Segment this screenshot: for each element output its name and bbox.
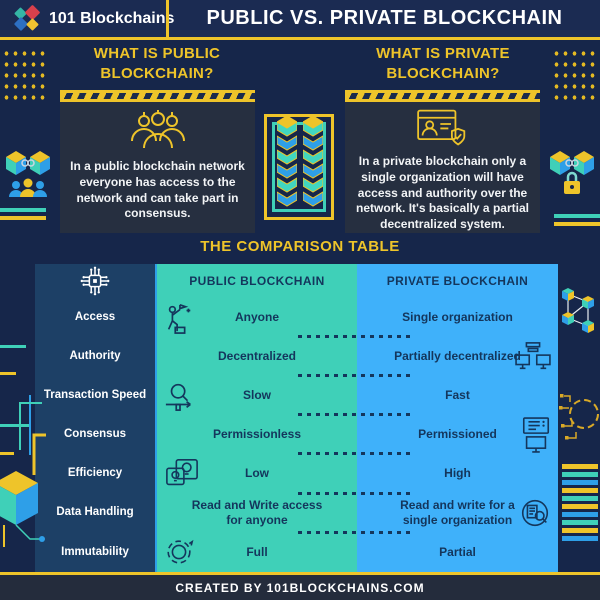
public-column: PUBLIC BLOCKCHAIN Anyone Decentralized xyxy=(157,264,357,572)
circuit-cube-decoration xyxy=(0,395,46,547)
linked-cubes-people-icon xyxy=(6,151,50,197)
public-value-efficiency: Low xyxy=(245,466,269,481)
private-column-header: PRIVATE BLOCKCHAIN xyxy=(386,274,529,288)
hatch-divider xyxy=(345,90,540,102)
footer-credit: CREATED BY 101BLOCKCHAINS.COM xyxy=(175,580,425,595)
stripe-decoration xyxy=(554,214,600,226)
private-value-immutability: Partial xyxy=(439,544,476,559)
public-value-consensus: Permissionless xyxy=(212,427,302,442)
header-bar: 101 Blockchains PUBLIC VS. PRIVATE BLOCK… xyxy=(0,0,600,40)
circuit-line-decoration xyxy=(0,452,14,455)
header-divider xyxy=(166,0,169,37)
public-value-access: Anyone xyxy=(234,309,279,324)
stripe-decoration xyxy=(0,208,46,220)
footer-bar: CREATED BY 101BLOCKCHAINS.COM xyxy=(0,572,600,600)
public-description-card: In a public blockchain network everyone … xyxy=(60,102,255,233)
private-value-transaction-speed: Fast xyxy=(445,388,470,403)
circuit-line-decoration xyxy=(0,424,30,427)
private-value-efficiency: High xyxy=(444,466,471,481)
private-description-card: In a private blockchain only a single or… xyxy=(345,102,540,233)
comparison-table: Access Authority Transaction Speed Conse… xyxy=(35,264,558,572)
private-value-consensus: Permissioned xyxy=(418,427,497,442)
speed-search-icon xyxy=(163,380,197,412)
diamond-logo-icon xyxy=(13,4,41,32)
row-separator xyxy=(298,452,414,455)
row-label-consensus: Consensus xyxy=(64,428,126,441)
process-gear-icon xyxy=(163,536,195,568)
row-label-authority: Authority xyxy=(69,349,121,362)
circuit-line-decoration xyxy=(0,345,26,348)
browser-shield-icon xyxy=(416,109,465,146)
teal-frame-decoration xyxy=(272,122,326,212)
private-value-data-handling: Read and write for a single organization xyxy=(400,497,515,528)
row-label-transaction-speed: Transaction Speed xyxy=(43,388,147,401)
public-value-data-handling: Read and Write access for anyone xyxy=(191,497,323,528)
dot-grid-decoration xyxy=(2,48,48,104)
comparison-title: THE COMPARISON TABLE xyxy=(200,238,400,255)
private-description: In a private blockchain only a single or… xyxy=(356,153,529,232)
linked-cubes-lock-icon xyxy=(550,151,594,194)
page-title: PUBLIC VS. PRIVATE BLOCKCHAIN xyxy=(206,7,563,29)
row-label-immutability: Immutability xyxy=(61,545,129,558)
private-section-heading: WHAT IS PRIVATE BLOCKCHAIN? xyxy=(376,45,510,82)
row-label-access: Access xyxy=(74,310,116,323)
public-value-immutability: Full xyxy=(246,544,268,559)
row-label-data-handling: Data Handling xyxy=(56,506,134,519)
row-label-efficiency: Efficiency xyxy=(67,467,123,480)
cube-cluster-decoration xyxy=(562,288,594,333)
logo: 101 Blockchains xyxy=(0,4,174,32)
public-description: In a public blockchain network everyone … xyxy=(70,159,245,221)
private-column: PRIVATE BLOCKCHAIN Single organization P… xyxy=(357,264,558,572)
public-value-transaction-speed: Slow xyxy=(242,388,271,403)
audit-search-icon xyxy=(518,496,552,530)
row-labels-column: Access Authority Transaction Speed Conse… xyxy=(35,264,157,572)
block-stack-icon xyxy=(277,116,297,207)
row-separator xyxy=(298,492,414,495)
sidebar-header-cell xyxy=(35,264,155,298)
server-monitor-icon xyxy=(520,416,552,454)
public-column-header: PUBLIC BLOCKCHAIN xyxy=(189,274,325,288)
idea-bulbs-icon xyxy=(163,457,201,491)
row-separator xyxy=(298,413,414,416)
network-computers-icon xyxy=(514,341,552,373)
private-value-authority: Partially decentralized xyxy=(394,348,521,363)
chip-network-icon xyxy=(80,266,110,296)
stripe-stack-decoration xyxy=(562,464,598,541)
circuit-circle-decoration xyxy=(559,394,599,440)
climber-goal-icon xyxy=(163,302,195,334)
crowd-icon xyxy=(130,110,185,149)
row-separator xyxy=(298,374,414,377)
row-separator xyxy=(298,531,414,534)
logo-text: 101 Blockchains xyxy=(49,9,175,27)
block-stack-icon xyxy=(303,116,323,207)
dot-grid-decoration xyxy=(552,48,598,104)
row-separator xyxy=(298,335,414,338)
private-value-access: Single organization xyxy=(402,309,513,324)
yellow-frame-decoration xyxy=(264,114,334,220)
public-value-authority: Decentralized xyxy=(217,348,297,363)
circuit-line-decoration xyxy=(0,372,16,375)
public-section-heading: WHAT IS PUBLIC BLOCKCHAIN? xyxy=(93,45,221,82)
hatch-divider xyxy=(60,90,255,102)
